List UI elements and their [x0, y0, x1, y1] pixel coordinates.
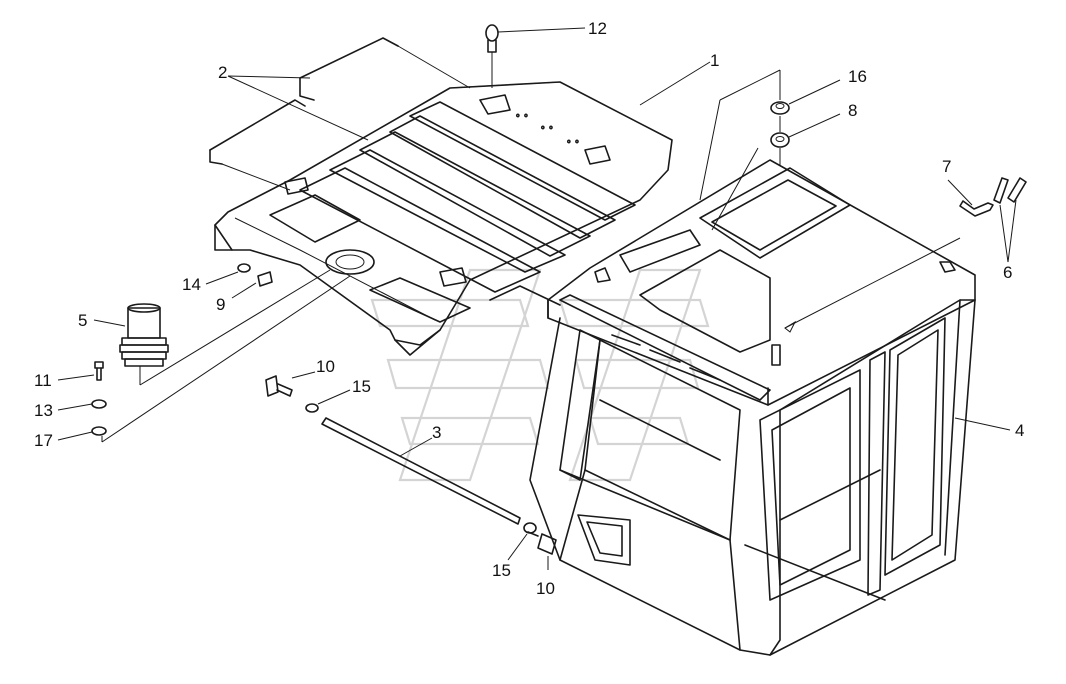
part-11-bolt	[94, 361, 104, 381]
part-14-washer	[237, 263, 251, 273]
part-10-bolt-lower	[527, 531, 557, 555]
callout-8: 8	[848, 101, 857, 120]
callout-14: 14	[182, 275, 201, 294]
callout-11: 11	[34, 371, 52, 390]
part-1-roof-panel: ∘ ∘ ∘ ∘ ∘ ∘	[214, 81, 673, 356]
part-15-washer-upper	[305, 403, 319, 413]
part-3-tie-rod	[321, 417, 521, 525]
part-7-hook	[959, 200, 994, 217]
callout-4: 4	[1015, 421, 1024, 440]
part-9-nut	[257, 271, 273, 287]
callout-15-upper: 15	[352, 377, 371, 396]
callout-9: 9	[216, 295, 225, 314]
callouts: 12 1 2 16 8 7 6 4 5 14 9 11 13 17 10 15 …	[34, 19, 1024, 598]
callout-10-lower: 10	[536, 579, 555, 598]
part-5-boot	[119, 303, 169, 367]
part-6-pins	[993, 177, 1027, 204]
callout-16: 16	[848, 67, 867, 86]
part-17-washer	[91, 426, 107, 436]
part-16-nut	[770, 101, 790, 115]
callout-12: 12	[588, 19, 607, 38]
part-4-cab-frame	[529, 159, 976, 656]
callout-13: 13	[34, 401, 53, 420]
callout-3: 3	[432, 423, 441, 442]
callout-15-lower: 15	[492, 561, 511, 580]
watermark-logo	[370, 268, 710, 482]
svg-text:∘ ∘: ∘ ∘	[515, 110, 529, 120]
part-8-washer	[770, 132, 790, 148]
callout-17: 17	[34, 431, 53, 450]
svg-text:∘ ∘: ∘ ∘	[566, 136, 580, 146]
leader-lines	[57, 27, 1017, 570]
part-15-washer-lower	[523, 522, 537, 534]
callout-2: 2	[218, 63, 227, 82]
callout-1: 1	[710, 51, 719, 70]
callout-5: 5	[78, 311, 87, 330]
part-10-bolt-upper	[265, 375, 293, 397]
callout-7: 7	[942, 157, 951, 176]
part-12-eye-bolt	[485, 24, 499, 88]
part-13-washer	[91, 399, 107, 409]
callout-6: 6	[1003, 263, 1012, 282]
part-2-guard-rods	[209, 37, 471, 191]
svg-text:∘ ∘: ∘ ∘	[540, 122, 554, 132]
callout-10-upper: 10	[316, 357, 335, 376]
